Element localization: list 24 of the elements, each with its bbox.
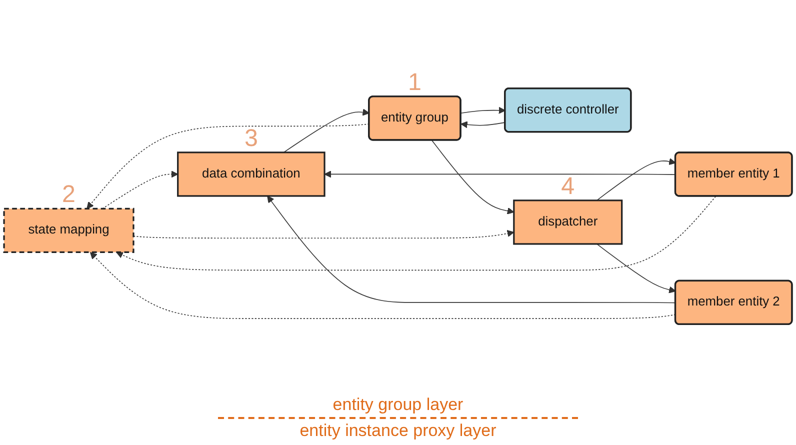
step-number: 4 — [561, 172, 575, 200]
layer-label: entity instance proxy layer — [300, 421, 496, 441]
layer-label: entity group layer — [332, 395, 464, 415]
node-label: dispatcher — [538, 214, 598, 229]
step-number: 3 — [244, 124, 258, 152]
node-label: data combination — [202, 166, 300, 181]
node-label: entity group — [380, 110, 448, 125]
node-label: discrete controller — [516, 102, 619, 117]
arrow — [133, 230, 514, 239]
arrow — [596, 158, 676, 201]
arrow — [431, 140, 514, 214]
node-label: state mapping — [28, 223, 110, 237]
node-label: member entity 1 — [687, 166, 780, 181]
arrow — [460, 121, 506, 128]
arrow — [596, 244, 676, 294]
arrow — [324, 170, 676, 178]
arrow — [116, 196, 716, 271]
step-number: 1 — [408, 68, 422, 96]
node-label: member entity 2 — [687, 295, 780, 309]
arrow — [267, 196, 676, 304]
arrow — [102, 170, 178, 210]
arrow — [460, 106, 506, 114]
step-number: 2 — [62, 181, 76, 208]
arrow — [283, 108, 370, 153]
